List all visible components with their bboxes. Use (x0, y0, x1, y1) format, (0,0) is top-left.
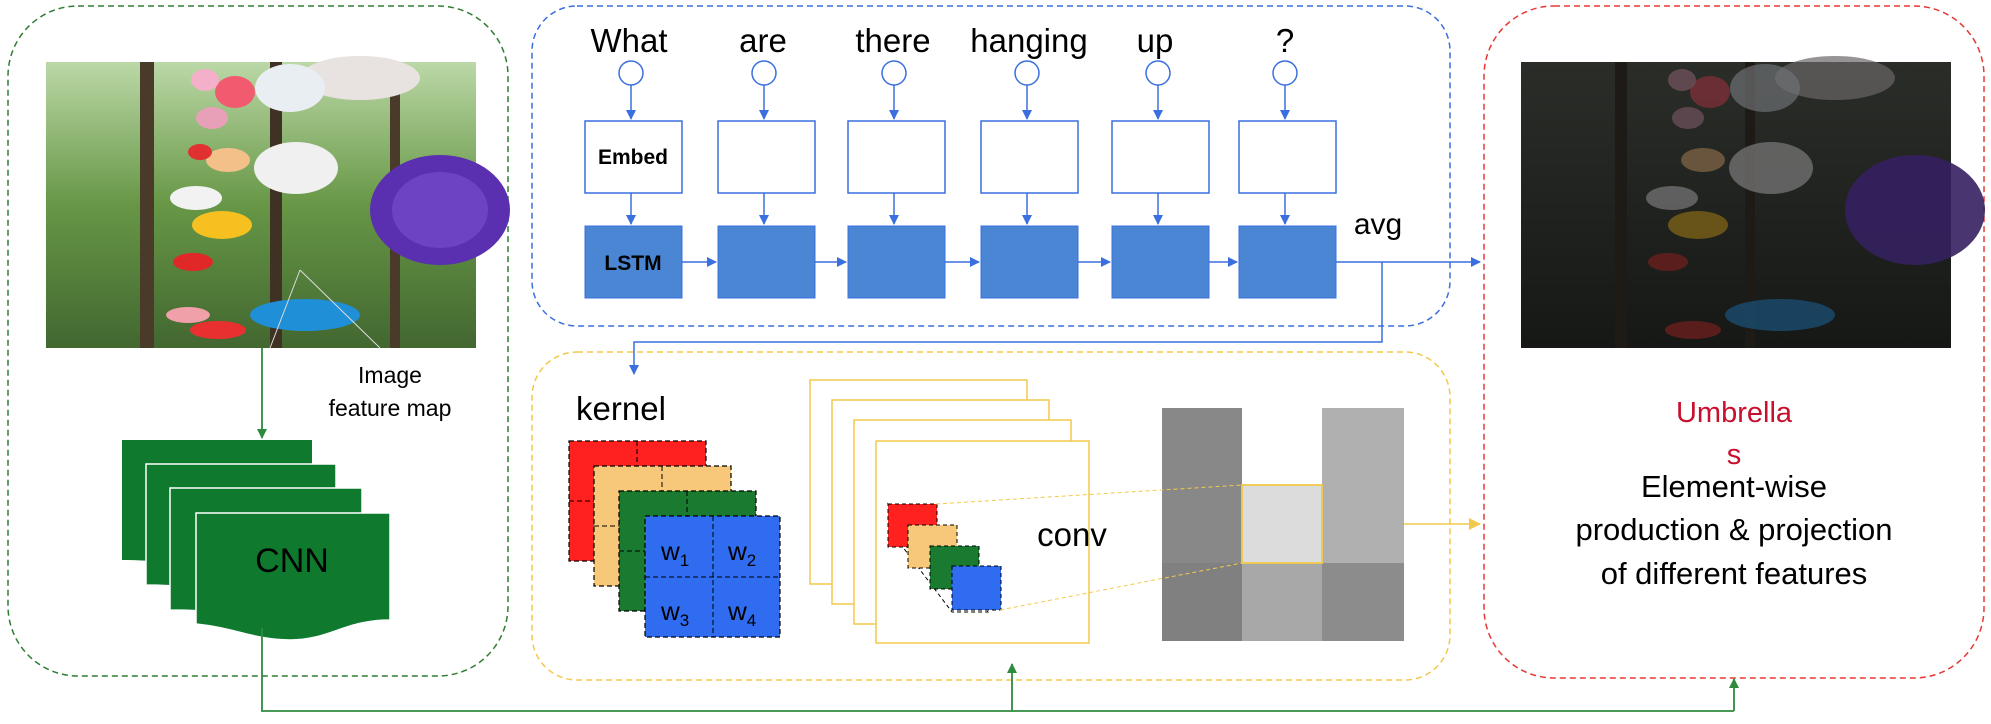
feature-map-caption-line1: Image (358, 362, 422, 388)
weight-w2: w2 (727, 536, 756, 570)
token-node (1145, 60, 1171, 86)
question-word-6: ? (1276, 22, 1294, 59)
question-word-2: are (739, 22, 787, 59)
weight-w4: w4 (727, 596, 756, 630)
token-node (1014, 60, 1040, 86)
question-panel (531, 5, 1451, 327)
lstm-cell (717, 225, 816, 299)
cnn-feature-stack (122, 440, 391, 641)
kernel-title: kernel (576, 390, 666, 427)
kernel-stack (568, 440, 781, 638)
output-image (1521, 56, 1985, 348)
embed-box (1111, 120, 1210, 194)
token-node (1272, 60, 1298, 86)
conv-projection-line (935, 484, 1243, 505)
embed-box (1238, 120, 1337, 194)
lstm-cell (1111, 225, 1210, 299)
question-word-1: What (590, 22, 667, 59)
cnn-label: CNN (255, 542, 329, 580)
embed-box (717, 120, 816, 194)
lstm-cell (1238, 225, 1337, 299)
token-node (618, 60, 644, 86)
output-desc-line2: production & projection (1575, 512, 1892, 547)
avg-label: avg (1354, 208, 1402, 241)
lstm-label: LSTM (604, 252, 661, 275)
embed-box (980, 120, 1079, 194)
question-encoder: What are there hanging up ? Embed (584, 22, 1481, 375)
conv-feature-frames (809, 379, 1090, 644)
conv-projection-line (999, 562, 1243, 611)
embed-box (847, 120, 946, 194)
question-word-5: up (1137, 22, 1174, 59)
token-node (881, 60, 907, 86)
token-node (751, 60, 777, 86)
input-image (46, 56, 510, 349)
output-desc-line1: Element-wise (1641, 469, 1827, 504)
lstm-cell (584, 225, 683, 299)
embed-label: Embed (598, 146, 668, 169)
question-to-kernel-arrow (629, 262, 1383, 375)
answer-line2: s (1727, 439, 1742, 471)
question-word-3: there (855, 22, 930, 59)
conv-kernel-cubes (886, 502, 1002, 613)
cnn-bottom-connector (261, 628, 1734, 712)
conv-label: conv (1037, 516, 1107, 553)
feature-map-caption-line2: feature map (329, 395, 452, 421)
question-word-4: hanging (970, 22, 1087, 59)
conv-panel (531, 351, 1451, 681)
conv-output-grid (1162, 408, 1404, 641)
image-panel (7, 5, 509, 677)
lstm-cell (980, 225, 1079, 299)
output-desc-line3: of different features (1601, 556, 1868, 591)
weight-w3: w3 (660, 596, 689, 630)
lstm-cell (847, 225, 946, 299)
embed-box (584, 120, 683, 194)
answer-line1: Umbrella (1676, 397, 1793, 429)
weight-w1: w1 (660, 536, 689, 570)
